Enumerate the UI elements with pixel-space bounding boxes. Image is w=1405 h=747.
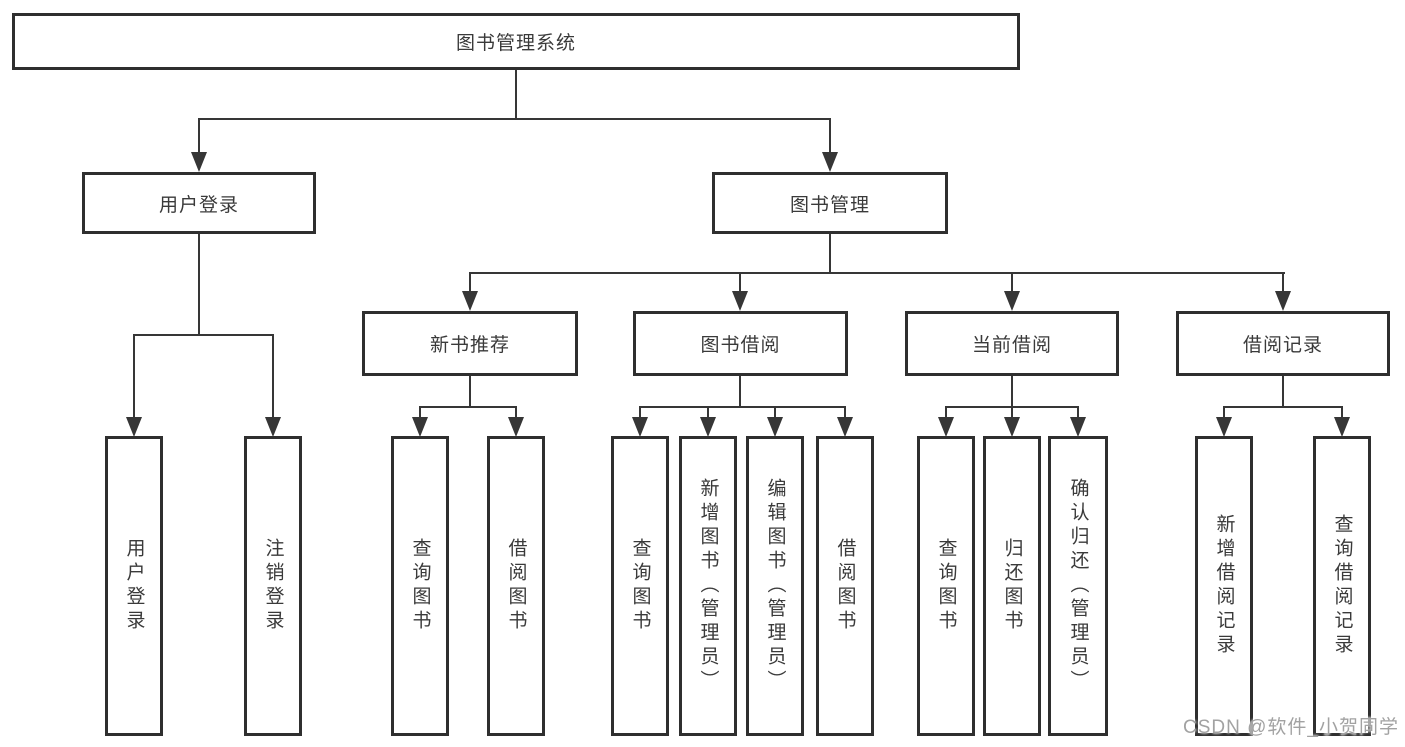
arrow-down-icon <box>1004 417 1020 437</box>
arrow-down-icon <box>1004 291 1020 311</box>
leaf-nb-borrow-books: 借阅图书 <box>487 436 545 736</box>
connector-line <box>739 376 741 406</box>
node-root: 图书管理系统 <box>12 13 1020 70</box>
arrow-down-icon <box>265 417 281 437</box>
leaf-cb-query-books: 查询图书 <box>917 436 975 736</box>
connector-line <box>198 118 200 153</box>
connector-line <box>1223 406 1343 408</box>
connector-line <box>639 406 641 419</box>
connector-line <box>1011 376 1013 406</box>
connector-line <box>774 406 776 419</box>
connector-line <box>1011 272 1013 294</box>
connector-line <box>639 406 846 408</box>
connector-line <box>1282 376 1284 406</box>
arrow-down-icon <box>191 152 207 172</box>
connector-line <box>419 406 517 408</box>
arrow-down-icon <box>822 152 838 172</box>
connector-line <box>133 334 135 418</box>
node-current-borrowing: 当前借阅 <box>905 311 1119 376</box>
arrow-down-icon <box>1070 417 1086 437</box>
connector-line <box>844 406 846 419</box>
arrow-down-icon <box>632 417 648 437</box>
node-book-borrowing: 图书借阅 <box>633 311 848 376</box>
arrow-down-icon <box>462 291 478 311</box>
leaf-logout: 注销登录 <box>244 436 302 736</box>
connector-line <box>739 272 741 294</box>
arrow-down-icon <box>1216 417 1232 437</box>
connector-line <box>469 272 471 294</box>
connector-line <box>829 234 831 272</box>
connector-line <box>707 406 709 419</box>
arrow-down-icon <box>412 417 428 437</box>
arrow-down-icon <box>732 291 748 311</box>
connector-line <box>469 272 1285 274</box>
connector-line <box>198 234 200 334</box>
leaf-br-add-record: 新增借阅记录 <box>1195 436 1253 736</box>
leaf-bb-borrow-books: 借阅图书 <box>816 436 874 736</box>
connector-line <box>515 406 517 419</box>
leaf-bb-add-books-admin: 新增图书（管理员） <box>679 436 737 736</box>
connector-line <box>272 334 274 418</box>
leaf-bb-edit-books-admin: 编辑图书（管理员） <box>746 436 804 736</box>
connector-line <box>198 118 831 120</box>
leaf-br-query-record: 查询借阅记录 <box>1313 436 1371 736</box>
leaf-user-login: 用户登录 <box>105 436 163 736</box>
arrow-down-icon <box>700 417 716 437</box>
arrow-down-icon <box>1334 417 1350 437</box>
leaf-cb-confirm-return-admin: 确认归还（管理员） <box>1048 436 1108 736</box>
connector-line <box>1282 272 1284 294</box>
node-new-book-recommend: 新书推荐 <box>362 311 578 376</box>
connector-line <box>469 376 471 406</box>
csdn-watermark: CSDN @软件_小贺同学 <box>1183 717 1399 738</box>
connector-line <box>1011 406 1013 419</box>
node-borrow-records: 借阅记录 <box>1176 311 1390 376</box>
arrow-down-icon <box>938 417 954 437</box>
leaf-bb-query-books: 查询图书 <box>611 436 669 736</box>
arrow-down-icon <box>837 417 853 437</box>
node-user-login: 用户登录 <box>82 172 316 234</box>
arrow-down-icon <box>767 417 783 437</box>
arrow-down-icon <box>508 417 524 437</box>
arrow-down-icon <box>126 417 142 437</box>
connector-line <box>1077 406 1079 419</box>
connector-line <box>1341 406 1343 419</box>
connector-line <box>419 406 421 419</box>
connector-line <box>945 406 947 419</box>
arrow-down-icon <box>1275 291 1291 311</box>
connector-line <box>133 334 274 336</box>
leaf-nb-query-books: 查询图书 <box>391 436 449 736</box>
node-book-management: 图书管理 <box>712 172 948 234</box>
connector-line <box>829 118 831 153</box>
leaf-cb-return-books: 归还图书 <box>983 436 1041 736</box>
connector-line <box>1223 406 1225 419</box>
connector-line <box>515 70 517 118</box>
